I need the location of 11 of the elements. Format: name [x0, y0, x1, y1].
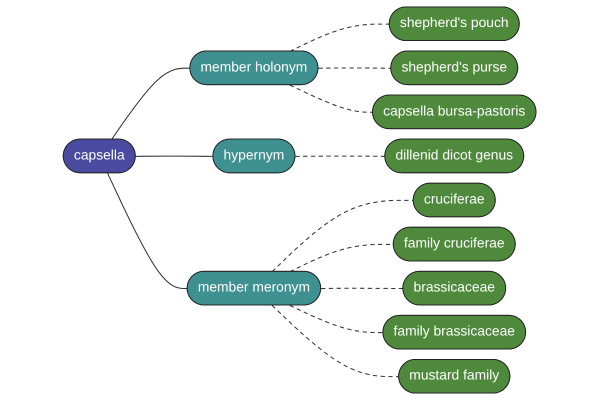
connector: [290, 84, 374, 113]
connector: [321, 288, 404, 290]
connector: [290, 304, 384, 334]
connector: [112, 68, 191, 140]
connector: [272, 200, 414, 272]
connector: [296, 156, 386, 157]
connector: [272, 305, 400, 378]
connector: [108, 173, 188, 290]
connector: [290, 24, 390, 52]
connector: [318, 67, 392, 69]
connector: [136, 156, 214, 157]
